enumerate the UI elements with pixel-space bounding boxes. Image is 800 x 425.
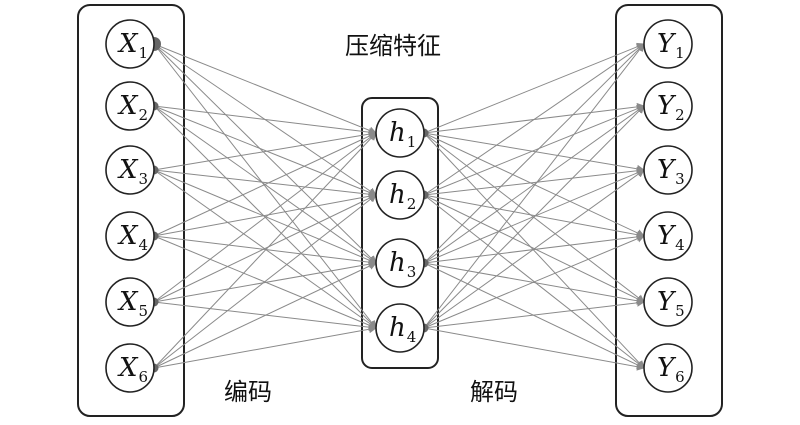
hidden-node-circle [375, 238, 425, 288]
encoder-edge-x6-h2 [153, 194, 377, 369]
decoder-edge-h1-y3 [423, 132, 645, 173]
encoder-label: 编码 [224, 378, 272, 406]
encoder-edge-x6-h3 [153, 262, 377, 369]
input-node-circle [105, 277, 155, 327]
encoder-edge-x4-h2 [153, 192, 377, 237]
hidden-node-1: h1 [375, 108, 425, 158]
input-node-circle [105, 145, 155, 195]
encoder-edge-x5-h1 [153, 132, 377, 303]
input-node-label: X3 [117, 155, 148, 188]
output-node-label: Y1 [657, 29, 685, 62]
output-node-circle [643, 343, 693, 393]
output-node-6: Y6 [643, 343, 693, 393]
encoder-edge-x5-h3 [153, 260, 377, 303]
hidden-node-label: h1 [389, 118, 416, 151]
decoder-edge-h4-y1 [423, 43, 645, 329]
decoder-edge-h4-y4 [423, 235, 645, 329]
decoder-edge-h4-y6 [423, 327, 645, 371]
input-node-label: X4 [117, 221, 148, 254]
encoder-edge-x3-h1 [153, 130, 377, 171]
hidden-layer-box [361, 97, 439, 369]
output-node-label: Y5 [657, 287, 685, 320]
output-node-circle [643, 19, 693, 69]
input-node-3: X3 [105, 145, 155, 195]
decoder-edge-h2-y4 [423, 194, 645, 239]
decoder-edge-h2-y1 [423, 43, 645, 196]
input-node-2: X2 [105, 81, 155, 131]
encoder-edge-x1-h1 [153, 43, 377, 135]
decoder-edge-h2-y3 [423, 166, 645, 196]
output-node-circle [643, 277, 693, 327]
decoder-edge-h3-y2 [423, 105, 645, 264]
decoder-edges [419, 42, 645, 371]
encoder-edge-x5-h2 [153, 194, 377, 303]
output-node-2: Y2 [643, 81, 693, 131]
hidden-node-4: h4 [375, 303, 425, 353]
input-node-label: X5 [117, 287, 148, 320]
encoder-edges [147, 37, 377, 373]
hidden-node-label: h4 [389, 313, 416, 346]
output-node-5: Y5 [643, 277, 693, 327]
input-node-circle [105, 19, 155, 69]
input-node-circle [105, 343, 155, 393]
output-node-circle [643, 211, 693, 261]
output-node-1: Y1 [643, 19, 693, 69]
input-node-label: X6 [117, 353, 148, 386]
decoder-edge-h2-y2 [423, 104, 645, 196]
encoder-edge-x2-h1 [153, 105, 377, 137]
encoder-edge-x4-h3 [153, 235, 377, 267]
output-node-label: Y2 [657, 91, 685, 124]
decoder-label: 解码 [470, 378, 518, 406]
decoder-edge-h1-y6 [423, 132, 645, 369]
decoder-edge-h4-y2 [423, 105, 645, 329]
output-node-3: Y3 [643, 145, 693, 195]
encoder-edge-x1-h3 [153, 43, 377, 264]
input-node-1: X1 [105, 19, 155, 69]
encoder-edge-x2-h2 [153, 105, 377, 197]
hidden-node-label: h3 [389, 248, 416, 281]
input-layer-box [77, 4, 185, 417]
hidden-node-3: h3 [375, 238, 425, 288]
input-node-label: X2 [117, 91, 148, 124]
input-node-circle [105, 211, 155, 261]
input-node-label: X1 [117, 29, 148, 62]
decoder-edge-h1-y1 [423, 42, 645, 134]
output-node-label: Y3 [657, 155, 685, 188]
output-node-circle [643, 81, 693, 131]
hidden-node-circle [375, 170, 425, 220]
hidden-node-label: h2 [389, 180, 416, 213]
encoder-edge-x6-h1 [153, 132, 377, 369]
encoder-edge-x3-h3 [153, 169, 377, 264]
encoder-edge-x4-h1 [153, 132, 377, 237]
hidden-node-circle [375, 303, 425, 353]
output-node-label: Y4 [657, 221, 685, 254]
input-node-circle [105, 81, 155, 131]
decoder-edge-h4-y5 [423, 298, 645, 329]
output-node-4: Y4 [643, 211, 693, 261]
decoder-edge-h3-y1 [423, 43, 645, 264]
hidden-node-2: h2 [375, 170, 425, 220]
output-node-label: Y6 [657, 353, 685, 386]
input-node-5: X5 [105, 277, 155, 327]
decoder-edge-h4-y3 [423, 169, 645, 329]
output-layer-box [615, 4, 723, 417]
output-node-circle [643, 145, 693, 195]
encoder-edge-x6-h4 [153, 325, 377, 369]
encoder-edge-x3-h2 [153, 169, 377, 199]
hidden-node-circle [375, 108, 425, 158]
compressed-features-title: 压缩特征 [345, 32, 441, 60]
input-node-6: X6 [105, 343, 155, 393]
input-node-4: X4 [105, 211, 155, 261]
